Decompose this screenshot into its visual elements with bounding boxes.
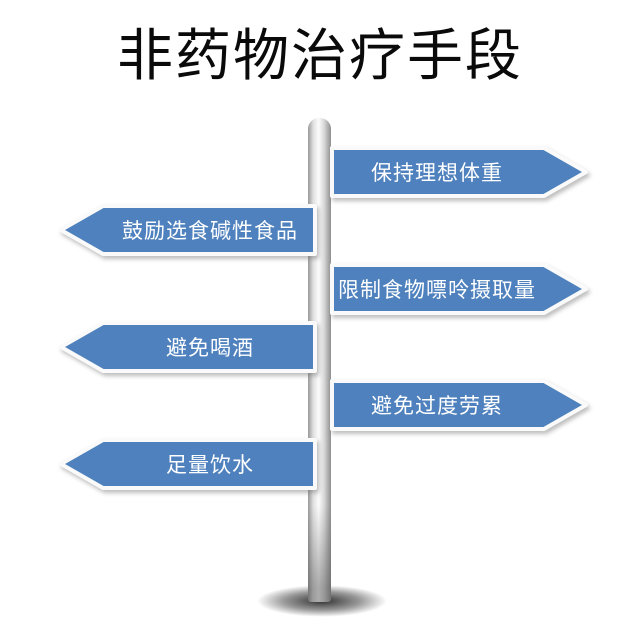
sign-label: 保持理想体重 [371, 161, 503, 185]
arrow-left-icon [59, 204, 317, 256]
sign-label: 避免喝酒 [166, 336, 254, 360]
arrow-right-icon [330, 146, 588, 198]
page-title: 非药物治疗手段 [117, 26, 523, 88]
arrow-shape [330, 263, 588, 315]
arrow-shape [59, 204, 317, 256]
arrow-shape [59, 321, 317, 373]
sign-arrow-3: 限制食物嘌呤摄取量 [330, 261, 590, 317]
arrow-left-icon [59, 438, 317, 490]
arrow-right-icon [330, 263, 588, 315]
arrow-right-icon [330, 379, 588, 431]
sign-arrow-5: 避免过度劳累 [330, 377, 590, 433]
sign-label: 限制食物嘌呤摄取量 [338, 278, 536, 302]
sign-label: 足量饮水 [166, 453, 254, 477]
sign-arrow-6: 足量饮水 [57, 436, 317, 492]
arrow-shape [330, 379, 588, 431]
arrow-shape [59, 438, 317, 490]
sign-arrow-2: 鼓励选食碱性食品 [57, 202, 317, 258]
sign-label: 避免过度劳累 [371, 394, 503, 418]
arrow-shape [330, 146, 588, 198]
sign-arrow-1: 保持理想体重 [330, 144, 590, 200]
arrow-left-icon [59, 321, 317, 373]
sign-arrow-4: 避免喝酒 [57, 319, 317, 375]
sign-label: 鼓励选食碱性食品 [122, 219, 298, 243]
